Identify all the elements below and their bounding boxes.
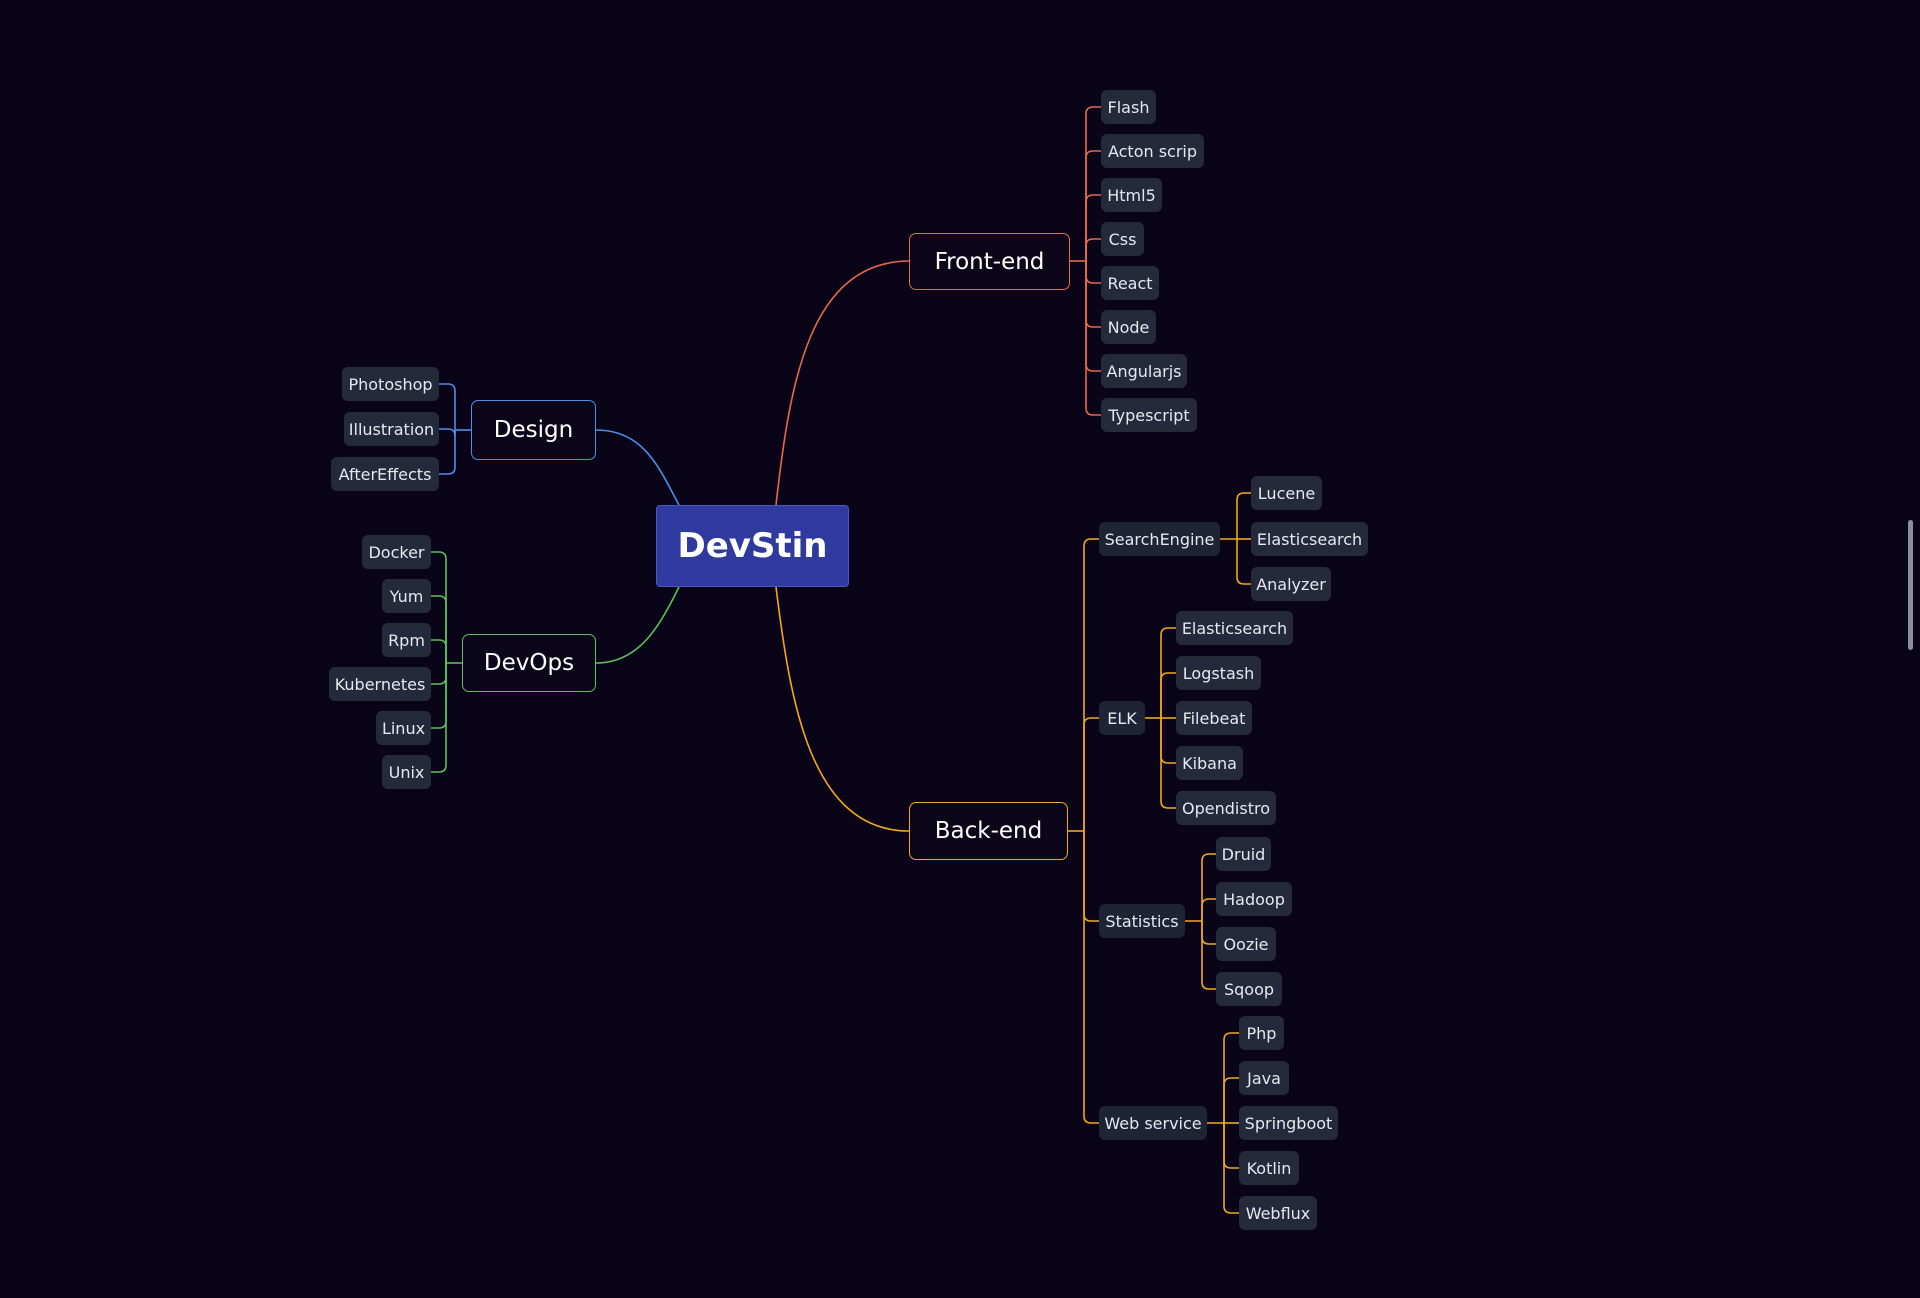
leaf-node[interactable]: Filebeat — [1176, 701, 1252, 735]
leaf-node[interactable]: Flash — [1101, 90, 1156, 124]
connector-line — [595, 429, 680, 506]
connector-line — [1201, 921, 1216, 945]
leaf-node[interactable]: Acton scrip — [1101, 134, 1204, 168]
connector-line — [1160, 718, 1176, 764]
connector-line — [431, 551, 447, 663]
connector-line — [431, 663, 447, 773]
connector-line — [1085, 150, 1101, 261]
leaf-node[interactable]: Rpm — [382, 623, 431, 657]
group-node[interactable]: Web service — [1099, 1106, 1207, 1140]
branch-devops[interactable]: DevOps — [462, 634, 596, 692]
connector-line — [595, 586, 680, 664]
leaf-node[interactable]: Springboot — [1239, 1106, 1338, 1140]
connector-line — [431, 663, 447, 729]
leaf-node[interactable]: Opendistro — [1176, 791, 1276, 825]
leaf-node[interactable]: Yum — [382, 579, 431, 613]
connector-line — [431, 595, 447, 663]
leaf-node[interactable]: Illustration — [344, 412, 439, 446]
leaf-node[interactable]: Html5 — [1101, 178, 1162, 212]
connector-line — [1201, 921, 1216, 990]
leaf-node[interactable]: React — [1101, 266, 1159, 300]
group-node[interactable]: SearchEngine — [1099, 522, 1220, 556]
leaf-node[interactable]: Linux — [376, 711, 431, 745]
leaf-node[interactable]: Logstash — [1176, 656, 1261, 690]
leaf-node[interactable]: Kibana — [1176, 746, 1243, 780]
connector-line — [1236, 492, 1251, 539]
connector-line — [1085, 261, 1101, 328]
leaf-node[interactable]: Kotlin — [1239, 1151, 1299, 1185]
connector-line — [1083, 831, 1099, 922]
vertical-scrollbar[interactable] — [1908, 520, 1913, 650]
connector-line — [1160, 672, 1176, 718]
connector-line — [1083, 538, 1099, 831]
connector-line — [431, 663, 447, 685]
leaf-node[interactable]: Kubernetes — [329, 667, 431, 701]
branch-design[interactable]: Design — [471, 400, 596, 460]
connector-line — [1223, 1123, 1239, 1214]
connector-line — [775, 586, 910, 832]
leaf-node[interactable]: Java — [1239, 1061, 1289, 1095]
connector-line — [1223, 1032, 1239, 1123]
leaf-node[interactable]: Analyzer — [1251, 567, 1331, 601]
connector-line — [1223, 1123, 1239, 1169]
root-node[interactable]: DevStin — [656, 505, 849, 587]
leaf-node[interactable]: Css — [1101, 222, 1144, 256]
leaf-node[interactable]: Php — [1239, 1016, 1284, 1050]
leaf-node[interactable]: Hadoop — [1216, 882, 1292, 916]
leaf-node[interactable]: Elasticsearch — [1176, 611, 1293, 645]
leaf-node[interactable]: Webflux — [1239, 1196, 1317, 1230]
connector-line — [1201, 898, 1216, 921]
leaf-node[interactable]: Oozie — [1216, 927, 1276, 961]
connector-line — [1085, 261, 1101, 284]
connector-line — [439, 383, 456, 430]
connector-line — [1160, 718, 1176, 809]
leaf-node[interactable]: Angularjs — [1101, 354, 1187, 388]
branch-backend[interactable]: Back-end — [909, 802, 1068, 860]
connector-line — [1085, 238, 1101, 261]
leaf-node[interactable]: Typescript — [1101, 398, 1197, 432]
leaf-node[interactable]: Sqoop — [1216, 972, 1282, 1006]
leaf-node[interactable]: AfterEffects — [331, 457, 439, 491]
leaf-node[interactable]: Photoshop — [342, 367, 439, 401]
connector-line — [1223, 1077, 1239, 1123]
leaf-node[interactable]: Node — [1101, 310, 1156, 344]
connector-line — [1085, 194, 1101, 261]
leaf-node[interactable]: Lucene — [1251, 476, 1322, 510]
connector-line — [1085, 106, 1101, 261]
group-node[interactable]: Statistics — [1099, 904, 1185, 938]
leaf-node[interactable]: Elasticsearch — [1251, 522, 1368, 556]
connector-line — [1085, 261, 1101, 416]
connector-line — [1236, 539, 1251, 585]
connector-line — [1085, 261, 1101, 372]
leaf-node[interactable]: Docker — [362, 535, 431, 569]
connector-line — [1083, 717, 1099, 831]
connector-line — [1160, 627, 1176, 718]
connector-line — [1083, 831, 1099, 1124]
connector-line — [439, 430, 456, 475]
connector-line — [431, 639, 447, 663]
branch-frontend[interactable]: Front-end — [909, 233, 1070, 290]
connector-line — [1201, 853, 1216, 921]
leaf-node[interactable]: Druid — [1216, 837, 1271, 871]
group-node[interactable]: ELK — [1099, 701, 1145, 735]
leaf-node[interactable]: Unix — [382, 755, 431, 789]
connector-line — [439, 428, 456, 437]
connector-line — [775, 260, 910, 506]
